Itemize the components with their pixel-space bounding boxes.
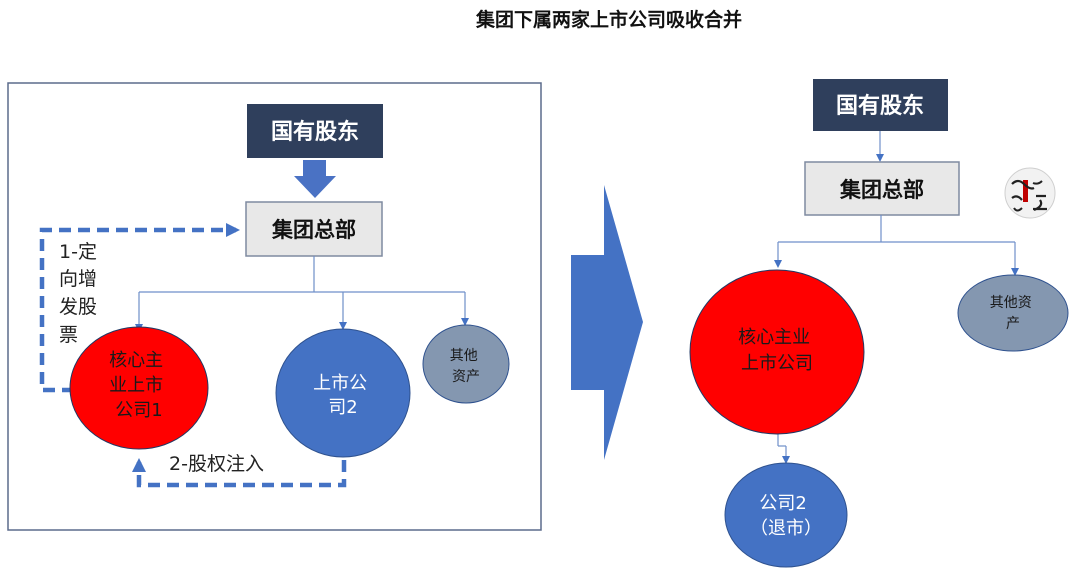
right-connector-tree xyxy=(774,215,1019,464)
step1-label: 1-定 向增 发股 票 xyxy=(59,241,103,346)
right-hq-box xyxy=(804,161,960,216)
left-other-assets-circle xyxy=(422,324,510,404)
left-listed-company2-label: 上市公 司2 xyxy=(313,373,373,418)
left-connector-tree xyxy=(135,256,469,332)
left-down-block-arrow xyxy=(294,160,336,198)
left-other-assets-label: 其他 资产 xyxy=(450,348,482,385)
right-other-assets-circle xyxy=(957,274,1069,352)
left-panel-frame xyxy=(7,82,542,531)
right-shareholder-label: 国有股东 xyxy=(836,93,924,119)
right-hq-label: 集团总部 xyxy=(839,178,924,202)
right-other-assets-label: 其他资 产 xyxy=(990,295,1036,332)
left-hq-label: 集团总部 xyxy=(271,218,356,242)
right-core-company-circle xyxy=(689,269,865,435)
diagram-title: 集团下属两家上市公司吸收合并 xyxy=(475,8,742,31)
step1-dashed-arrow xyxy=(39,223,240,393)
right-core-company-label: 核心主业 上市公司 xyxy=(738,327,816,374)
left-hq-box xyxy=(245,201,383,257)
left-shareholder-box xyxy=(247,104,383,158)
right-company2-label: 公司2 （退市） xyxy=(750,493,822,539)
right-company2-circle xyxy=(724,462,848,568)
transition-arrow xyxy=(571,185,643,460)
step2-label: 2-股权注入 xyxy=(169,453,264,475)
brand-seal-logo xyxy=(1004,167,1056,219)
left-core-company-label: 核心主 业上市 公司1 xyxy=(109,350,169,421)
right-shareholder-box xyxy=(813,79,948,131)
left-listed-company2-circle xyxy=(275,328,411,458)
left-shareholder-label: 国有股东 xyxy=(271,119,359,145)
left-core-company-circle xyxy=(69,326,209,450)
